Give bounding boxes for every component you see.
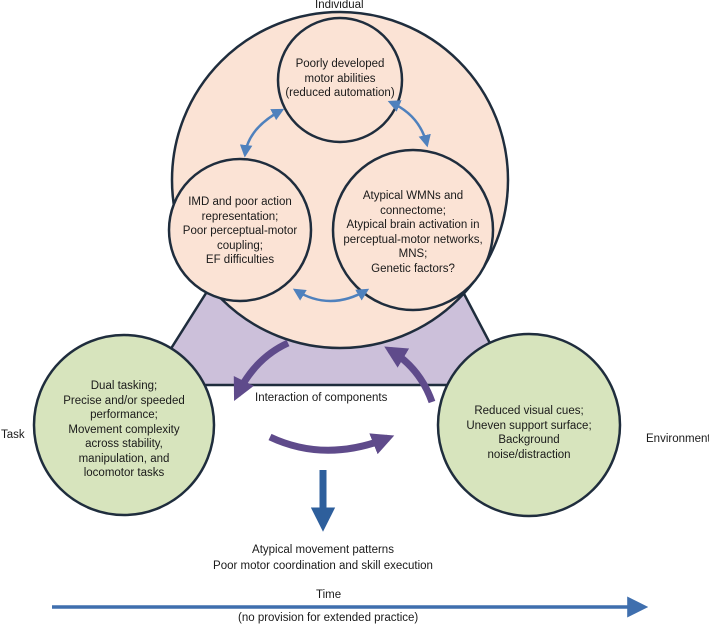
brain-line-3: Atypical brain activation in (346, 219, 480, 231)
environment-text: Reduced visual cues; Uneven support surf… (459, 404, 599, 462)
environment-label: Environment (646, 433, 709, 445)
task-line-6: manipulation, and (78, 452, 170, 465)
blue-arrow-imd-brain (292, 288, 370, 303)
time-note: (no provision for extended practice) (238, 612, 419, 624)
purple-arrow-to-task (233, 339, 290, 402)
interaction-label: Interaction of components (255, 392, 388, 404)
task-line-4: Movement complexity (68, 423, 180, 436)
environment-line-3: Background (498, 434, 560, 446)
motor-abilities-text: Poorly developed motor abilities (reduce… (270, 57, 410, 101)
motor-abilities-circle (276, 16, 404, 144)
task-line-7: locomotor tasks (83, 467, 165, 479)
imd-text: IMD and poor action representation; Poor… (180, 195, 300, 268)
imd-line-2: representation; (201, 210, 279, 223)
imd-line-3: Poor perceptual-motor (182, 225, 298, 237)
task-line-2: Precise and/or speeded (63, 394, 185, 407)
brain-line-5: MNS; (398, 248, 428, 260)
task-line-3: performance; (90, 409, 158, 421)
imd-circle (167, 157, 313, 303)
brain-line-1: Atypical WMNs and (362, 190, 464, 202)
task-line-5: across stability, (85, 438, 163, 450)
brain-line-2: connectome; (380, 204, 446, 217)
task-circle (32, 333, 216, 517)
outcome-text: Atypical movement patterns Poor motor co… (183, 542, 463, 574)
time-label: Time (316, 589, 342, 601)
environment-circle (436, 332, 622, 518)
task-label: Task (1, 429, 25, 441)
outcome-line-2: Poor motor coordination and skill execut… (213, 560, 433, 572)
purple-arrow-to-environment (268, 433, 395, 455)
task-text: Dual tasking; Precise and/or speeded per… (54, 379, 194, 481)
brain-line-4: perceptual-motor networks, (343, 233, 483, 246)
outcome-line-1: Atypical movement patterns (252, 544, 394, 556)
brain-line-6: Genetic factors? (371, 262, 455, 275)
motor-line-2: motor abilities (304, 72, 376, 85)
individual-label: Individual (315, 0, 364, 11)
blue-arrow-motor-imd (239, 108, 285, 158)
imd-line-1: IMD and poor action (188, 196, 292, 208)
task-line-1: Dual tasking; (90, 380, 158, 392)
imd-line-4: coupling; (216, 239, 264, 252)
blue-arrow-motor-brain (387, 100, 431, 148)
brain-text: Atypical WMNs and connectome; Atypical b… (340, 189, 486, 276)
brain-circle (331, 148, 495, 312)
environment-line-4: noise/distraction (487, 448, 571, 461)
motor-line-1: Poorly developed (295, 58, 385, 70)
environment-line-1: Reduced visual cues; (474, 405, 584, 417)
motor-line-3: (reduced automation) (285, 87, 395, 99)
environment-line-2: Uneven support surface; (466, 419, 592, 432)
purple-arrow-to-individual (384, 346, 436, 404)
imd-line-5: EF difficulties (205, 254, 275, 266)
